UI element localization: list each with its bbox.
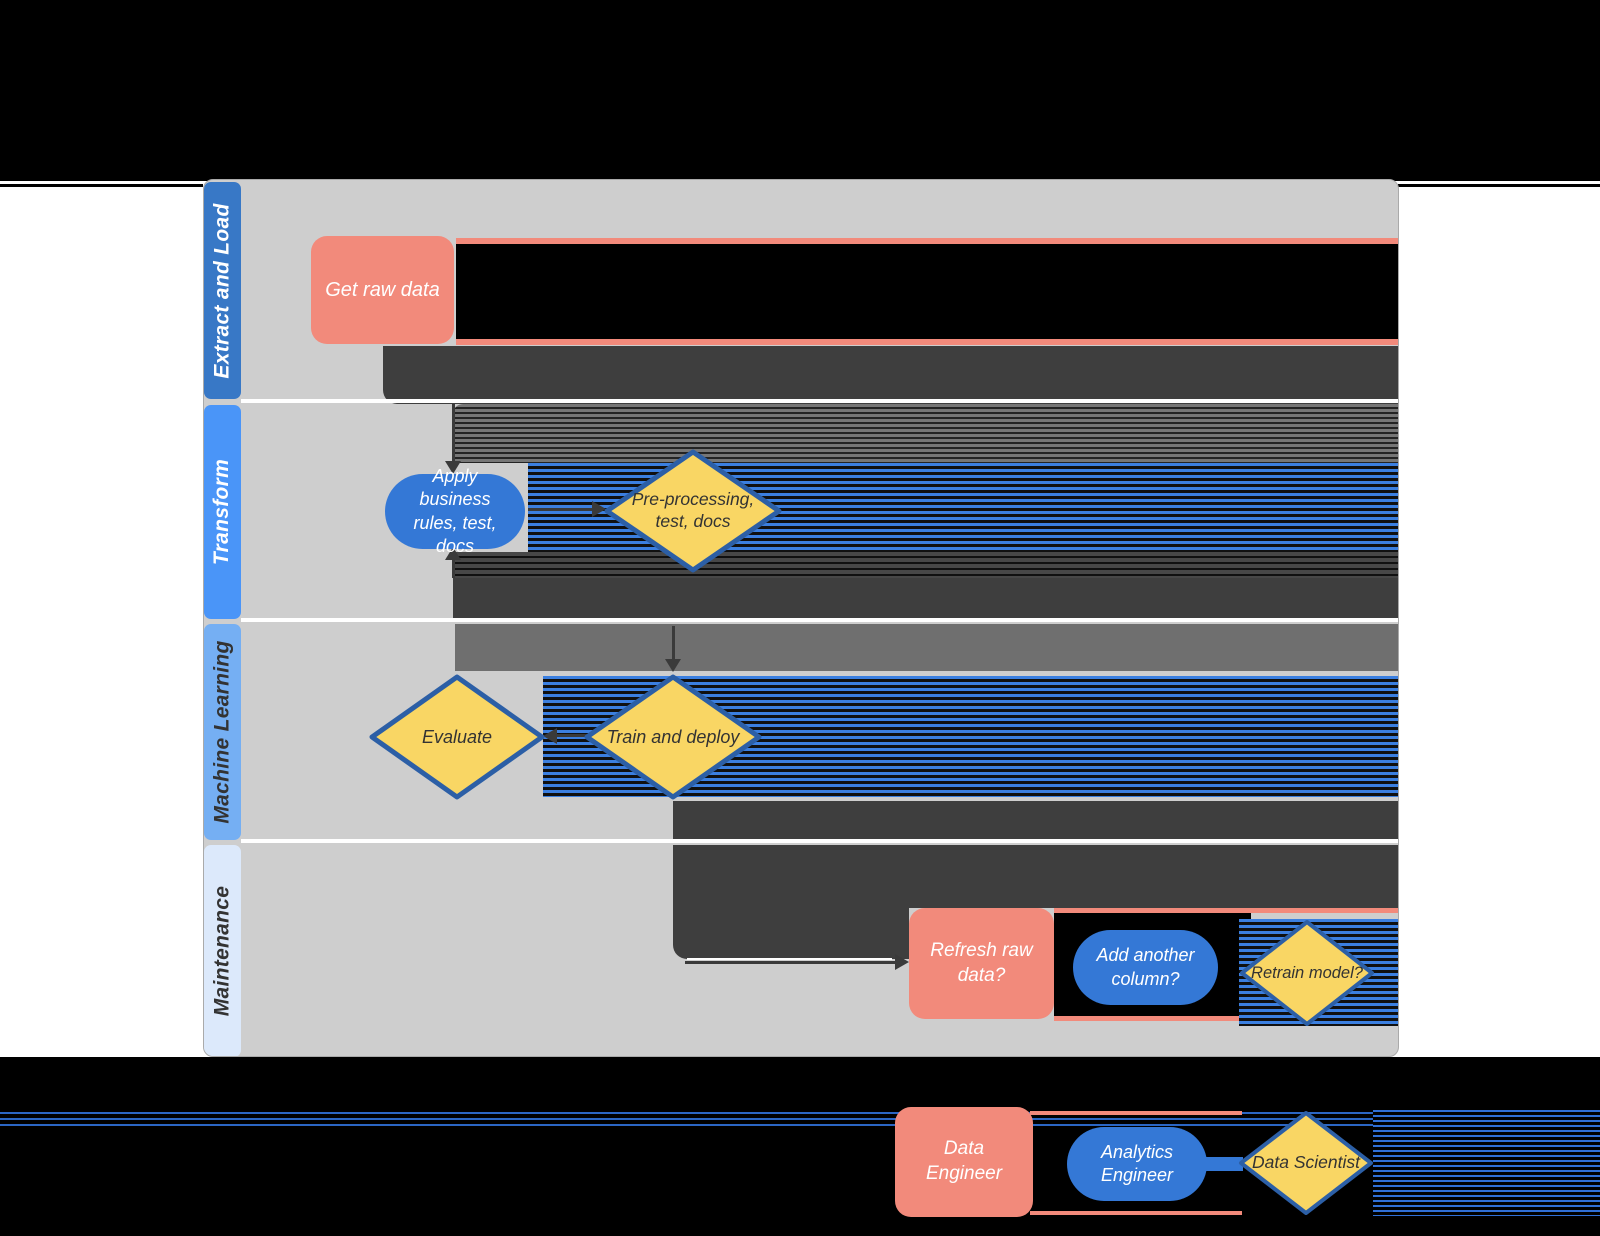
connector-train-to-evaluate[interactable]: [556, 734, 606, 737]
smear-gray-band: [455, 624, 1398, 671]
arrowhead-right-icon: [592, 501, 606, 517]
node-label: Retrain model?: [1251, 963, 1363, 982]
diamond-shape: [1239, 1111, 1373, 1215]
diamond-shape: [369, 674, 545, 800]
top-black-band: [0, 0, 1600, 181]
node-label: Apply business rules, test, docs: [413, 465, 497, 556]
diagram-canvas[interactable]: Extract and Load Transform Machine Learn…: [203, 179, 1399, 1057]
node-label: Refresh raw data?: [930, 939, 1033, 986]
node-apply-business-rules[interactable]: Apply business rules, test, docs: [385, 466, 525, 556]
top-band-smear-line-left: [0, 184, 203, 187]
lane-header-machine-learning[interactable]: Machine Learning: [204, 624, 241, 840]
smear-blue-striped-band: [1373, 1110, 1600, 1216]
diamond-shape: [604, 449, 782, 573]
smear-salmon-line: [1030, 1111, 1242, 1115]
lane-label: Extract and Load: [210, 202, 234, 379]
arrowhead-right-icon: [895, 954, 909, 970]
legend-label: Data Scientist: [1252, 1152, 1360, 1173]
smear-striped-band: [453, 404, 1398, 463]
connector-evaluate-to-apply[interactable]: [452, 560, 455, 578]
smear-black-band: [456, 244, 1398, 339]
connector-get-raw-to-apply[interactable]: [452, 404, 455, 466]
smear-charcoal-band: [383, 346, 1398, 404]
smear-salmon-line: [1030, 1211, 1242, 1215]
smear-charcoal-band: [453, 578, 1398, 620]
smear-blue-line: [0, 1124, 1600, 1126]
arrowhead-down-icon: [665, 659, 681, 672]
lane-label: Maintenance: [210, 885, 234, 1017]
legend-label: Data Engineer: [925, 1138, 1003, 1184]
connector-train-to-refresh[interactable]: [685, 961, 897, 964]
smear-striped-band: [453, 552, 1398, 578]
arrowhead-up-icon: [445, 547, 461, 560]
smear-charcoal-band: [673, 845, 909, 959]
smear-salmon-line: [456, 238, 1398, 244]
lane-header-transform[interactable]: Transform: [204, 405, 241, 619]
lane-separator: [241, 839, 1398, 843]
lane-separator: [241, 618, 1398, 622]
legend-data-engineer[interactable]: Data Engineer: [895, 1107, 1033, 1217]
connector-apply-to-preprocessing[interactable]: [528, 508, 596, 511]
arrowhead-left-icon: [543, 728, 557, 744]
connector-preprocessing-to-train[interactable]: [672, 626, 675, 662]
node-pre-processing[interactable]: Pre-processing, test, docs: [604, 449, 782, 573]
diamond-shape: [584, 674, 762, 800]
node-train-and-deploy[interactable]: Train and deploy: [584, 674, 762, 800]
smear-blue-connector: [1203, 1157, 1243, 1171]
node-add-another-column[interactable]: Add another column?: [1073, 930, 1218, 1005]
connector-highlight-line: [687, 958, 892, 960]
legend-analytics-engineer[interactable]: Analytics Engineer: [1067, 1127, 1207, 1201]
diamond-shape: [1240, 920, 1374, 1026]
lane-header-extract-and-load[interactable]: Extract and Load: [204, 182, 241, 399]
top-band-smear-line-right: [1398, 184, 1600, 187]
node-label: Train and deploy: [606, 726, 740, 747]
legend-data-scientist[interactable]: Data Scientist: [1238, 1110, 1374, 1216]
lane-separator: [241, 399, 1398, 403]
lane-label: Transform: [210, 458, 234, 566]
smear-salmon-line: [456, 339, 1398, 345]
smear-blue-line: [0, 1112, 1600, 1114]
legend-label: Analytics Engineer: [1100, 1141, 1174, 1185]
lane-header-maintenance[interactable]: Maintenance: [204, 845, 241, 1056]
smear-blue-line: [0, 1118, 1600, 1120]
smear-salmon-line: [1054, 1016, 1398, 1021]
node-label: Get raw data: [325, 279, 440, 301]
lane-label: Machine Learning: [210, 640, 234, 824]
node-label: Pre-processing, test, docs: [631, 489, 755, 531]
arrowhead-down-icon: [445, 461, 461, 474]
node-retrain-model[interactable]: Retrain model?: [1239, 919, 1375, 1027]
node-label: Evaluate: [421, 726, 493, 747]
node-get-raw-data[interactable]: Get raw data: [311, 236, 454, 344]
smear-charcoal-band: [673, 801, 1398, 841]
node-evaluate[interactable]: Evaluate: [369, 674, 545, 800]
smear-salmon-line: [1054, 908, 1398, 913]
node-refresh-raw-data[interactable]: Refresh raw data?: [909, 908, 1054, 1019]
node-label: Add another column?: [1096, 945, 1195, 989]
